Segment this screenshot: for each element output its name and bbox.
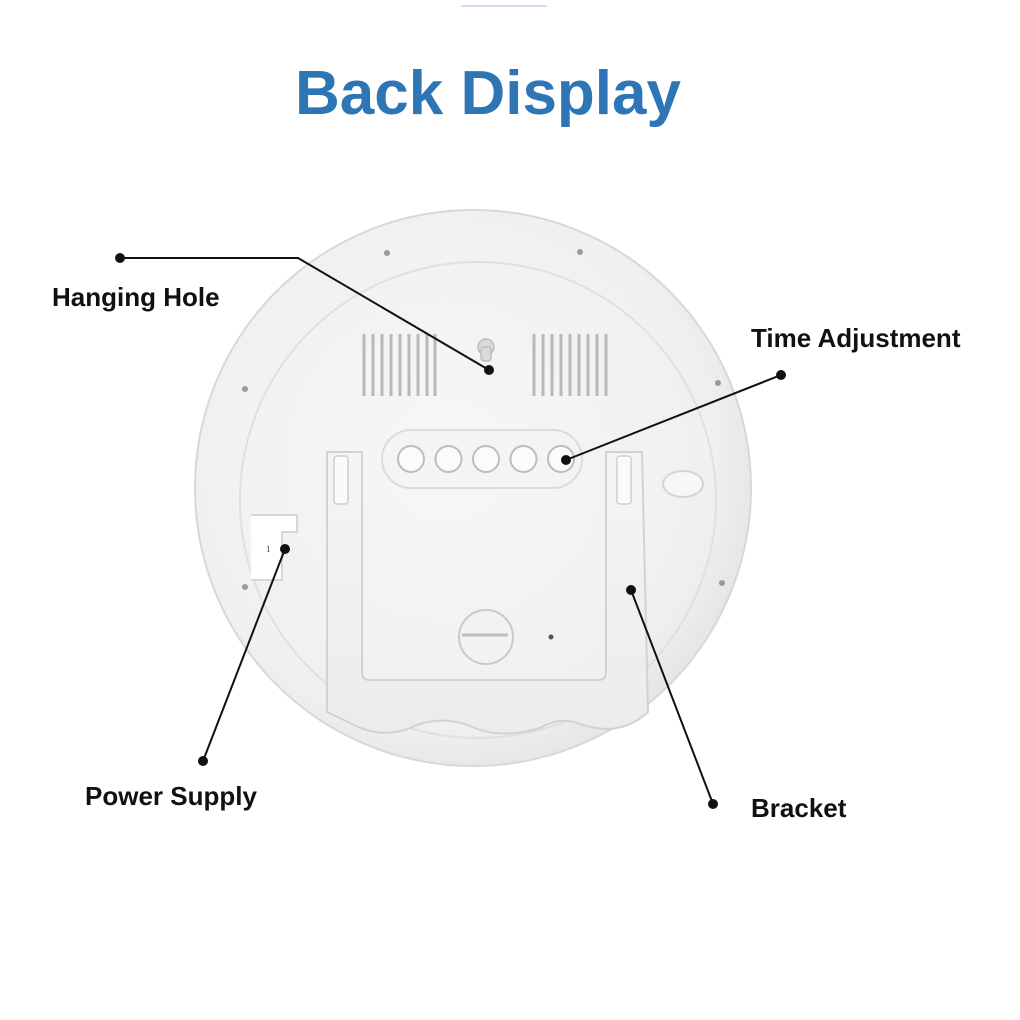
time-adjustment-label: Time Adjustment: [751, 323, 961, 353]
adjustment-button: [547, 445, 575, 473]
left-vent-grille: [362, 334, 437, 396]
hanging-hole: [477, 338, 495, 362]
power-supply-leader: [202, 548, 286, 762]
hanging-hole-leader: [120, 257, 490, 371]
page-title: Back Display: [295, 59, 681, 128]
power-supply-dot-inner: [280, 544, 290, 554]
power-supply-label: Power Supply: [85, 781, 257, 811]
battery-cover: [458, 609, 554, 665]
hanging-hole-dot-inner: [484, 365, 494, 375]
power-supply-port: 1: [251, 514, 298, 581]
port-marking: 1: [266, 544, 271, 554]
hanging-hole-label: Hanging Hole: [52, 282, 220, 312]
bracket-stand: [326, 451, 650, 735]
callout-leaders: [120, 257, 782, 805]
adjustment-button: [434, 445, 463, 473]
callout-dots: [115, 253, 786, 809]
adjustment-button: [472, 445, 500, 473]
time-adjustment-dot-outer: [776, 370, 786, 380]
time-adjustment-buttons: [397, 445, 575, 473]
top-divider: [461, 5, 547, 7]
bracket-label: Bracket: [751, 793, 847, 823]
adjustment-button: [397, 445, 425, 473]
adjustment-button: [509, 445, 538, 473]
right-vent-grille: [532, 334, 608, 396]
bracket-leader: [630, 589, 714, 805]
time-adjustment-dot-inner: [561, 455, 571, 465]
side-oval-recess: [662, 470, 704, 498]
power-supply-dot-outer: [198, 756, 208, 766]
time-adjustment-leader: [565, 374, 782, 461]
hanging-hole-dot-outer: [115, 253, 125, 263]
bracket-dot-outer: [708, 799, 718, 809]
bracket-dot-inner: [626, 585, 636, 595]
